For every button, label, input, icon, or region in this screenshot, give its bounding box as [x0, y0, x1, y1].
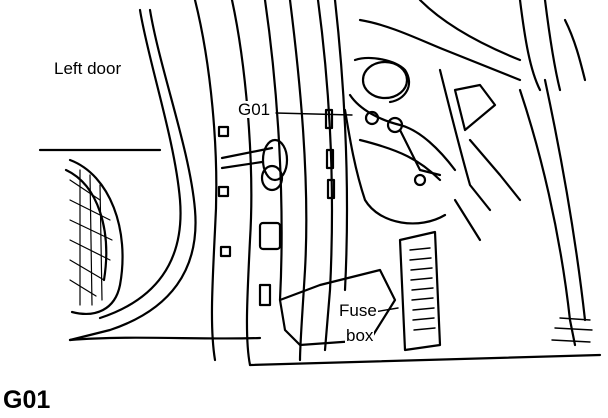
door-pillar — [193, 0, 308, 367]
fuse-box-label-line1: Fuse — [338, 301, 378, 320]
door-striker — [220, 138, 289, 192]
figure-caption: G01 — [3, 386, 51, 414]
kick-panel — [316, 0, 522, 352]
door-speaker — [64, 158, 124, 315]
left-door-panel — [38, 8, 262, 342]
left-door-label: Left door — [54, 59, 122, 78]
a-pillar-bundle — [518, 0, 593, 347]
ground-point-label: G01 — [237, 100, 272, 119]
fuse-box-label-line2: box — [345, 326, 375, 345]
floor-line — [248, 353, 602, 367]
wiring-harness — [343, 56, 522, 242]
fuse-box — [278, 230, 442, 352]
g01-leader-line — [275, 112, 353, 116]
